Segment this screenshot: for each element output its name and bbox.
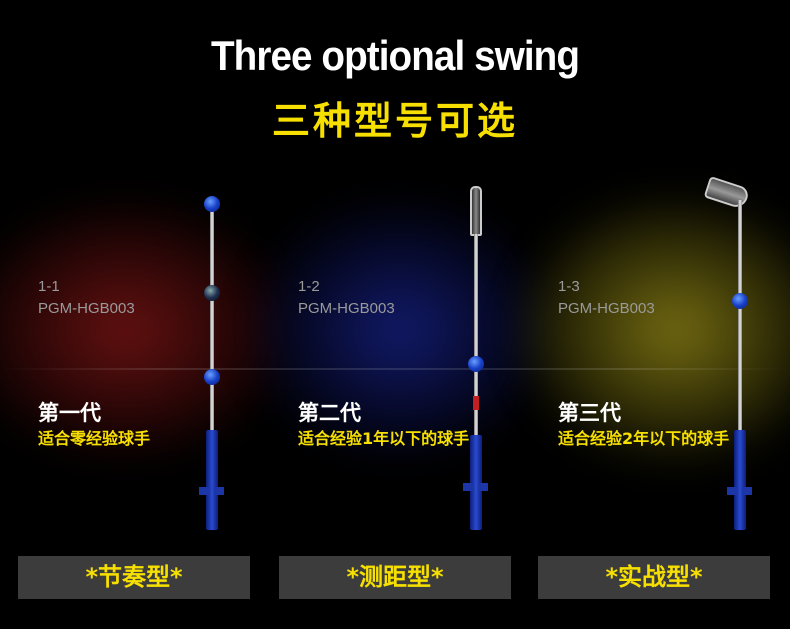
blue-glow [250,200,550,460]
title-chinese: 三种型号可选 [271,99,518,143]
product-model: PGM-HGB003 [38,300,135,317]
floor-line [0,368,790,370]
grip-fin [478,483,488,491]
type-button-distance[interactable]: *测距型* [279,556,511,599]
product-model: PGM-HGB003 [298,300,395,317]
rod-shaft [738,200,742,500]
product-code: 1-2 [298,278,320,295]
product-model: PGM-HGB003 [558,300,655,317]
grip-fin [727,487,737,495]
type-button-rhythm[interactable]: *节奏型* [18,556,250,599]
red-glow [0,200,290,460]
product-description: 适合经验2年以下的球手 [558,429,730,448]
product-generation: 第三代 [558,401,621,425]
yellow-glow [515,195,790,465]
grip-fin [463,483,473,491]
weight-ball [204,285,220,301]
weight-ball [204,196,220,212]
product-description: 适合零经验球手 [38,429,151,448]
product-code: 1-1 [38,278,60,295]
rod-ferrule [473,396,479,410]
putter-head [470,186,482,236]
rod-grip [470,435,482,530]
product-description: 适合经验1年以下的球手 [298,429,470,448]
rod-grip [734,430,746,530]
grip-fin [199,487,209,495]
product-code: 1-3 [558,278,580,295]
weight-ball [732,293,748,309]
grip-fin [214,487,224,495]
weight-ball [468,356,484,372]
grip-fin [742,487,752,495]
rod-shaft [210,205,214,495]
type-button-combat[interactable]: *实战型* [538,556,770,599]
product-generation: 第一代 [38,401,101,425]
rod-grip [206,430,218,530]
weight-ball [204,369,220,385]
title-english: Three optional swing [210,32,580,79]
product-generation: 第二代 [298,401,361,425]
